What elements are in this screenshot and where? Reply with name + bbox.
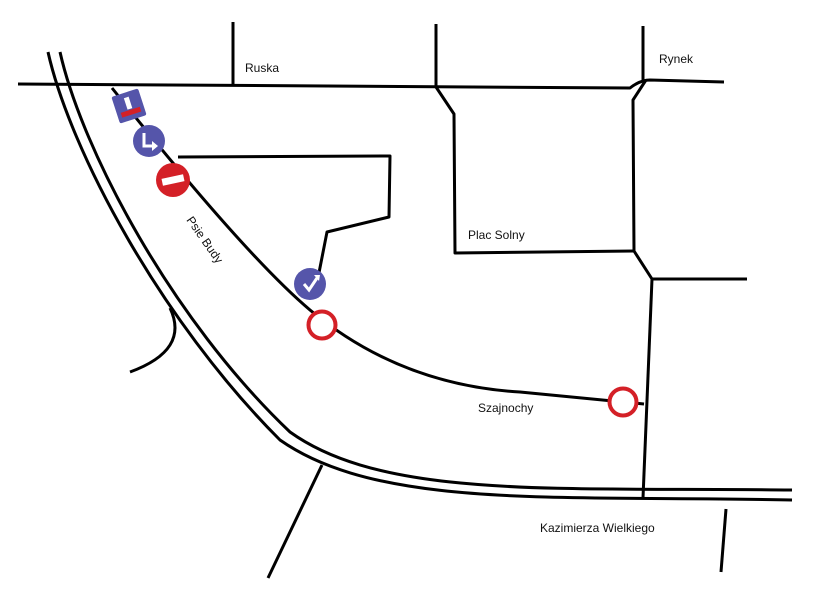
- road-east-vertical: [641, 278, 654, 499]
- street-label-rynek: Rynek: [659, 52, 694, 66]
- road-inner-bend: [177, 154, 392, 289]
- street-label-kazimierza: Kazimierza Wielkiego: [540, 521, 655, 535]
- no-vehicles-sign-icon-1: [306, 309, 338, 341]
- street-label-psie-budy: Psie Budy: [184, 214, 226, 266]
- no-entry-sign-icon: [156, 163, 190, 197]
- road-kazimierza-outer: [46, 51, 793, 502]
- road-ruska: [17, 78, 725, 90]
- street-label-ruska: Ruska: [245, 61, 279, 75]
- street-label-plac-solny: Plac Solny: [468, 228, 525, 242]
- road-south-1: [266, 464, 324, 579]
- no-vehicles-sign-icon-2: [607, 386, 639, 418]
- road-plac-solny-west: [434, 86, 635, 255]
- turn-left-sign-icon: [294, 268, 326, 300]
- one-way-end-sign-icon: [111, 88, 147, 124]
- road-plac-solny-east: [631, 79, 747, 281]
- road-kazimierza-inner: [58, 51, 793, 492]
- road-psie-budy-szajnochy: [110, 87, 645, 406]
- street-label-szajnochy: Szajnochy: [478, 401, 533, 415]
- turn-right-sign-icon: [133, 125, 165, 157]
- road-small-curve: [129, 307, 177, 374]
- road-south-2: [719, 508, 728, 573]
